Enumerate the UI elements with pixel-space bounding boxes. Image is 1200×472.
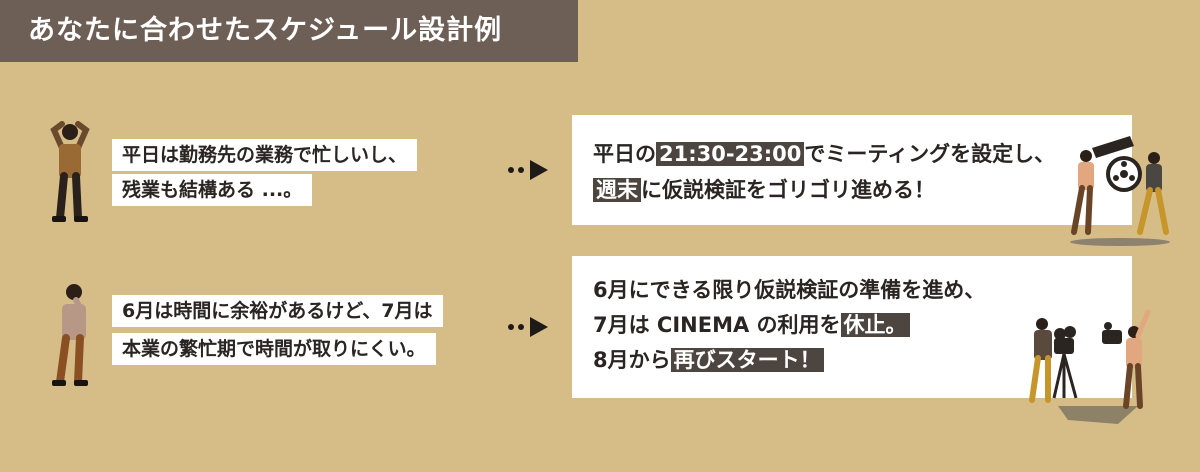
situation-1-line-2: 残業も結構ある ...。 (112, 174, 313, 206)
result-2-line-2: 7月は CINEMA の利用を休止。 (593, 308, 910, 342)
pause-highlight: 休止。 (840, 313, 910, 337)
weekend-highlight: 週末 (593, 178, 641, 202)
result-1-line-2: 週末に仮説検証をゴリゴリ進める！ (593, 173, 935, 207)
film-camera-illustration (1029, 309, 1151, 424)
arrow-right-icon (508, 160, 548, 180)
result-card-1 (572, 115, 1132, 225)
arrow-right-icon (508, 317, 548, 337)
film-reel-illustration (1070, 136, 1170, 246)
page-title: あなたに合わせたスケジュール設計例 (0, 0, 578, 62)
situation-2-line-1: 6月は時間に余裕があるけど、7月は (112, 295, 443, 327)
situation-2-line-2: 本業の繁忙期で時間が取りにくい。 (112, 333, 436, 365)
time-highlight: 21:30-23:00 (656, 142, 805, 166)
result-2-line-1: 6月にできる限り仮説検証の準備を進め、 (593, 278, 986, 302)
thinking-person-icon (52, 284, 88, 386)
restart-highlight: 再びスタート！ (670, 348, 824, 372)
situation-1-line-1: 平日は勤務先の業務で忙しいし、 (112, 139, 418, 171)
result-2-line-3: 8月から再びスタート！ (593, 343, 824, 377)
stressed-person-icon (50, 121, 90, 222)
